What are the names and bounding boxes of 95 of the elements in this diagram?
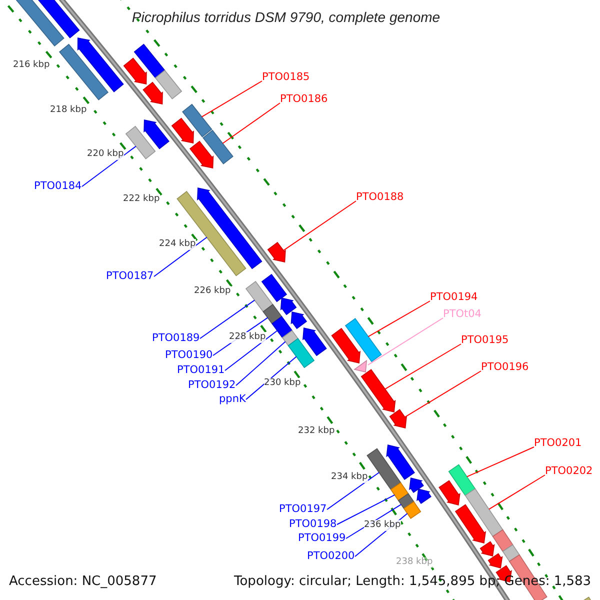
gene-bar [502, 544, 520, 562]
gene-feature [302, 328, 327, 356]
gene-feature [77, 38, 124, 92]
scale-label: 228 kbp [229, 332, 266, 343]
scale-label: 234 kbp [331, 472, 368, 483]
scale-label: 220 kbp [87, 149, 124, 160]
gene-feature [386, 444, 415, 480]
gene-feature [409, 478, 424, 493]
gene-feature [360, 368, 396, 413]
gene-label: PTOt04 [443, 308, 482, 321]
gene-label: PTO0184 [34, 180, 82, 193]
gene-bar [245, 280, 274, 312]
gene-bar [398, 493, 414, 510]
gene-feature [142, 82, 163, 104]
gene-bar [464, 488, 504, 537]
leader-line [224, 330, 278, 371]
gene-feature [389, 409, 407, 429]
gene-bar [125, 126, 156, 160]
gene-feature [480, 541, 495, 557]
leader-line [236, 341, 286, 386]
gene-bar [390, 482, 409, 502]
gene-label: PTO0196 [481, 361, 529, 374]
gene-label: PTO0185 [262, 71, 310, 84]
leader-line [82, 146, 136, 187]
gene-feature [416, 488, 432, 504]
scale-label: 222 kbp [123, 194, 160, 205]
gene-feature [171, 118, 194, 144]
scale-label: 216 kbp [13, 60, 50, 71]
gene-label: PTO0199 [298, 532, 346, 545]
gene-bar [344, 318, 382, 362]
gene-feature [488, 553, 503, 569]
gene-bar [261, 274, 288, 302]
leader-line [384, 344, 462, 390]
gene-bar [262, 304, 282, 324]
gene-bar [492, 529, 514, 552]
gene-label: PTO0190 [165, 349, 213, 362]
leader-line [282, 200, 356, 251]
gene-bar [288, 338, 315, 368]
leader-line [222, 102, 280, 144]
leader-line [200, 300, 256, 339]
leader-line [201, 80, 262, 118]
gene-label: PTO0197 [279, 503, 327, 516]
leader-line [246, 356, 297, 400]
gene-feature [267, 242, 286, 262]
gene-feature [454, 504, 486, 544]
gene-bar [154, 70, 182, 100]
gene-label: ppnK [219, 393, 246, 406]
gene-label: PTO0202 [545, 465, 593, 478]
gene-feature [190, 140, 214, 168]
gene-feature [331, 328, 361, 364]
leader-line [466, 446, 534, 478]
gene-bar [182, 104, 212, 138]
scale-label: 236 kbp [364, 520, 401, 531]
scale-label: 224 kbp [159, 239, 196, 250]
gene-feature [438, 480, 460, 506]
gene-feature [123, 58, 147, 84]
leader-line [367, 318, 444, 366]
gene-label: PTO0192 [188, 379, 236, 392]
leader-line [154, 236, 208, 277]
gene-label: PTO0198 [289, 518, 337, 531]
gene-label: PTO0195 [461, 334, 509, 347]
gene-label: PTO0194 [430, 291, 478, 304]
gene-feature [197, 188, 262, 270]
scale-label: 230 kbp [264, 378, 301, 389]
leader-line [336, 494, 396, 525]
leader-line [326, 472, 380, 510]
scale-label: 218 kbp [50, 105, 87, 116]
gene-bar [134, 44, 166, 78]
gene-bar [176, 190, 246, 276]
gene-feature [290, 312, 308, 330]
leader-line [404, 370, 482, 418]
gene-label: PTO0189 [152, 332, 200, 345]
gene-bar [366, 448, 402, 490]
scale-label: 232 kbp [298, 426, 335, 437]
gene-bar [448, 464, 476, 496]
gene-label: PTO0191 [177, 364, 225, 377]
leader-line [368, 300, 430, 338]
gene-label: PTO0186 [280, 93, 328, 106]
gene-label: PTO0201 [534, 437, 582, 450]
gene-feature [353, 360, 368, 373]
accession-text: Accession: NC_005877 [9, 574, 157, 589]
gene-label: PTO0200 [307, 550, 355, 563]
leader-line [488, 474, 546, 510]
gene-label: PTO0188 [356, 191, 404, 204]
gene-label: PTO0187 [106, 270, 154, 283]
gene-feature [280, 298, 297, 316]
gene-feature [144, 120, 170, 150]
title: Picrophilus torridus DSM 9790, complete genome [130, 9, 442, 25]
gene-bar [403, 501, 422, 520]
gene-bar [58, 44, 109, 100]
scale-label: 226 kbp [194, 286, 231, 297]
scale-label: 238 kbp [396, 557, 433, 568]
gene-bar [202, 130, 234, 164]
gene-bar [282, 330, 299, 346]
gene-bar [272, 316, 293, 338]
